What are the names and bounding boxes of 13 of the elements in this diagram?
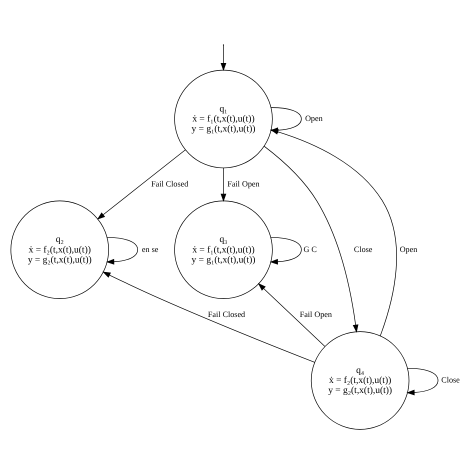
arrow xyxy=(97,149,186,220)
arrow xyxy=(258,283,326,347)
arrow xyxy=(220,168,226,202)
arrow xyxy=(102,272,315,363)
arrow xyxy=(406,368,438,396)
arrow xyxy=(264,146,358,333)
arrow xyxy=(106,237,138,265)
arrow xyxy=(270,129,397,336)
arrow xyxy=(270,237,302,265)
node-circle: q₃ ẋ = f₁(t,x(t),u(t)) y = g₁(t,x(t),u(t)) xyxy=(174,200,273,299)
node-circle: q₂ ẋ = f₂(t,x(t),u(t)) y = g₂(t,x(t),u(t)) xyxy=(10,200,109,299)
node-circle: q₁ ẋ = f₁(t,x(t),u(t)) y = g₁(t,x(t),u(t)) xyxy=(174,70,273,168)
node-circle: q₄ ẋ = f₂(t,x(t),u(t)) y = g₂(t,x(t),u(t)) xyxy=(310,331,410,430)
